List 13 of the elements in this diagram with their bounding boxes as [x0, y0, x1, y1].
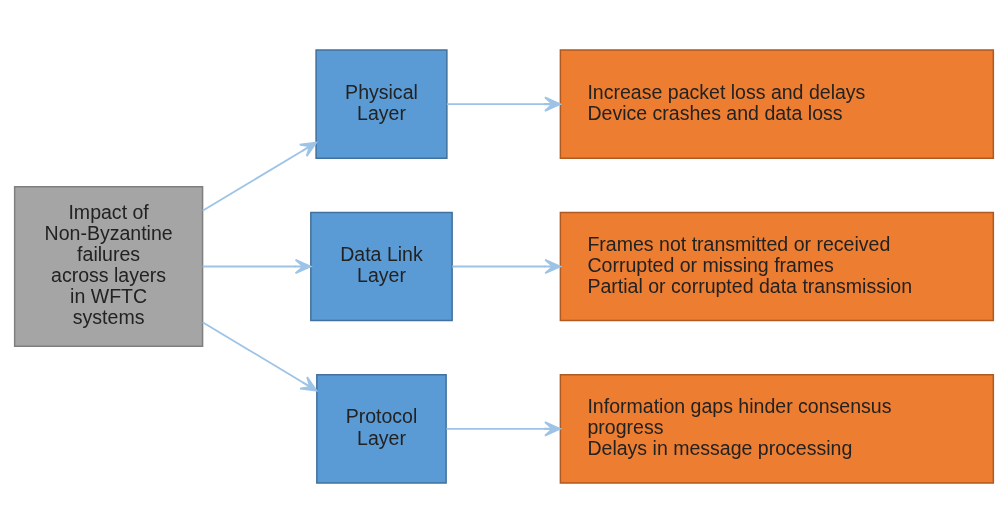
node-box: Protocol Layer [316, 373, 447, 484]
arrow [446, 95, 561, 112]
arrow [201, 258, 312, 274]
arrow [445, 420, 561, 437]
node-box: Physical Layer [315, 48, 448, 159]
node-box: Information gaps hinder consensus progress Delays in message processing [559, 373, 995, 484]
node-box: Impact of Non-Byzantine failures across layers in WFTC systems [13, 185, 204, 347]
arrow [201, 141, 317, 212]
arrow [451, 258, 562, 274]
node-box: Data Link Layer [310, 211, 453, 321]
node-box: Increase packet loss and delays Device crashes and data loss [559, 48, 995, 159]
node-box: Frames not transmitted or received Corrupted or missing frames Partial or corrupted data transmission [559, 211, 995, 321]
arrow [201, 320, 318, 392]
